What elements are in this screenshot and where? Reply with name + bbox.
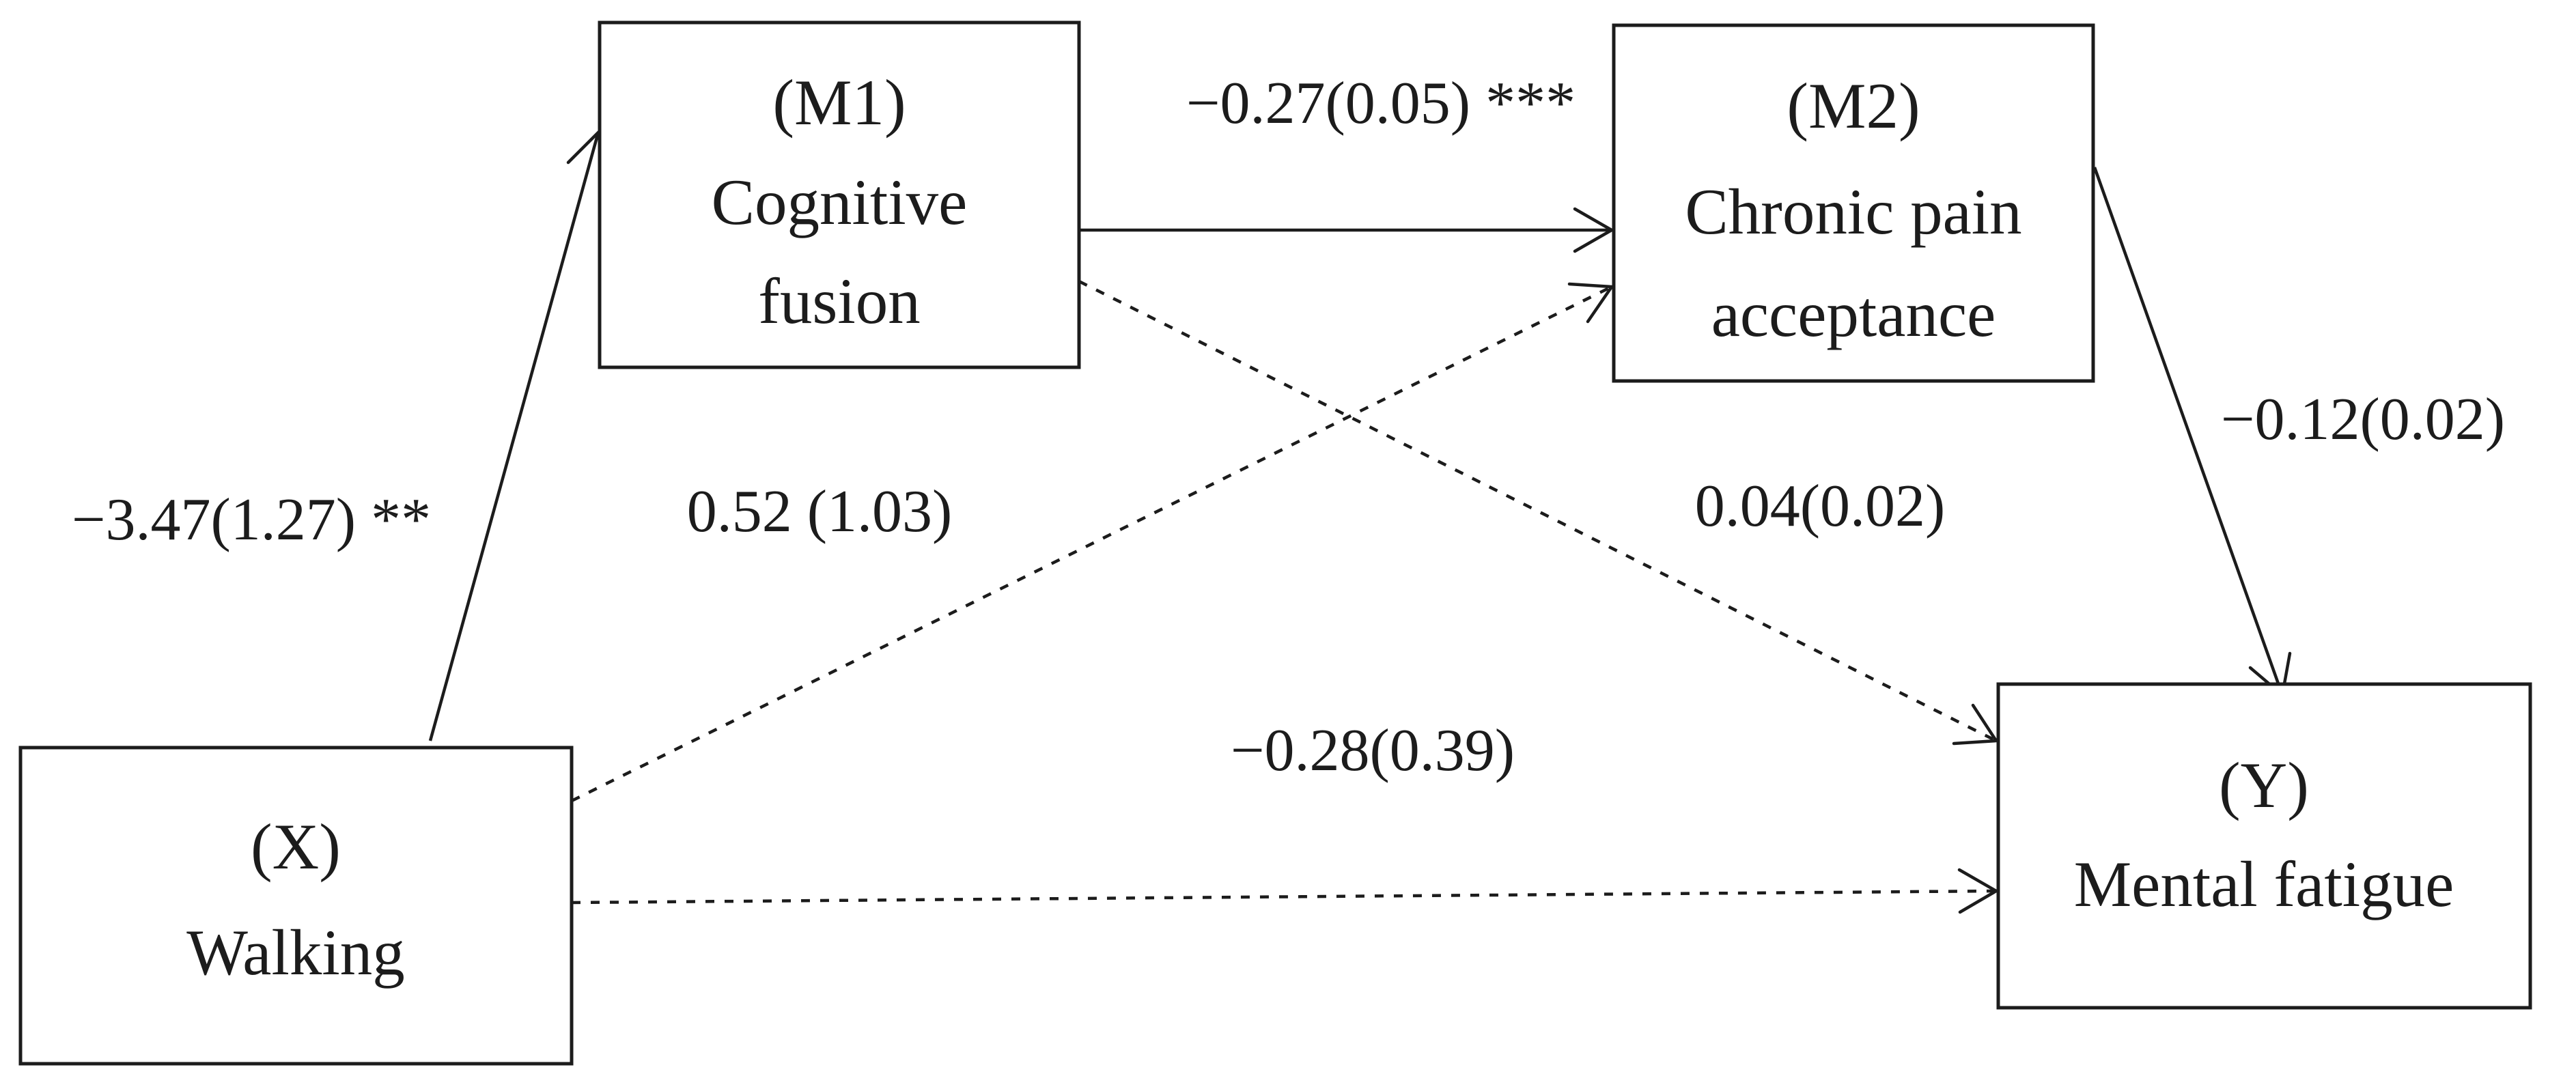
node-x-box — [18, 746, 574, 1066]
node-y-label-line1: Mental fatigue — [2074, 848, 2454, 920]
edge-x-to-m2-label: 0.52 (1.03) — [687, 479, 953, 545]
node-y: (Y) Mental fatigue — [1996, 682, 2532, 1010]
edge-m2-to-y-label: −0.12(0.02) — [2221, 386, 2505, 453]
edge-m1-to-y-label: 0.04(0.02) — [1695, 473, 1946, 539]
edge-m1-to-m2: −0.27(0.05) *** — [1079, 70, 1615, 253]
node-x: (X) Walking — [18, 746, 574, 1066]
node-x-label-line1: Walking — [186, 916, 405, 989]
edge-x-to-m1: −3.47(1.27) ** — [72, 129, 611, 741]
node-y-box — [1996, 682, 2532, 1010]
edge-x-to-m1-line — [428, 132, 600, 741]
edge-m1-to-y-arrowhead-icon — [1952, 703, 1999, 746]
edge-m2-to-y: −0.12(0.02) — [2092, 167, 2505, 698]
edge-m1-to-m2-arrowhead-icon — [1573, 207, 1615, 253]
node-m2-label-line2: acceptance — [1711, 278, 1996, 350]
edge-x-to-m2: 0.52 (1.03) — [571, 282, 1615, 803]
node-y-code: (Y) — [2219, 749, 2309, 821]
node-m2: (M2) Chronic pain acceptance — [1612, 23, 2095, 383]
node-m1: (M1) Cognitive fusion — [598, 20, 1081, 369]
edge-x-to-m1-label: −3.47(1.27) ** — [72, 487, 431, 553]
node-m1-box — [598, 20, 1081, 369]
edge-x-to-m2-arrowhead-icon — [1567, 282, 1615, 324]
edge-x-to-m2-line — [571, 285, 1612, 803]
edge-x-to-y-line — [571, 889, 1997, 905]
node-x-code: (X) — [251, 810, 341, 883]
edge-x-to-y-arrowhead-icon — [1957, 868, 2000, 914]
node-m2-box — [1612, 23, 2095, 383]
node-m1-code: (M1) — [772, 66, 906, 139]
edge-m1-to-m2-label: −0.27(0.05) *** — [1186, 70, 1576, 137]
edge-m2-to-y-line — [2092, 167, 2284, 696]
node-m1-label-line2: fusion — [758, 265, 921, 337]
node-m1-label-line1: Cognitive — [712, 166, 968, 238]
node-m2-code: (M2) — [1787, 70, 1920, 142]
edge-x-to-y-label: −0.28(0.39) — [1231, 718, 1515, 784]
edge-x-to-y: −0.28(0.39) — [571, 718, 2000, 914]
node-m2-label-line1: Chronic pain — [1685, 175, 2021, 248]
edge-m1-to-y: 0.04(0.02) — [1078, 279, 1999, 746]
